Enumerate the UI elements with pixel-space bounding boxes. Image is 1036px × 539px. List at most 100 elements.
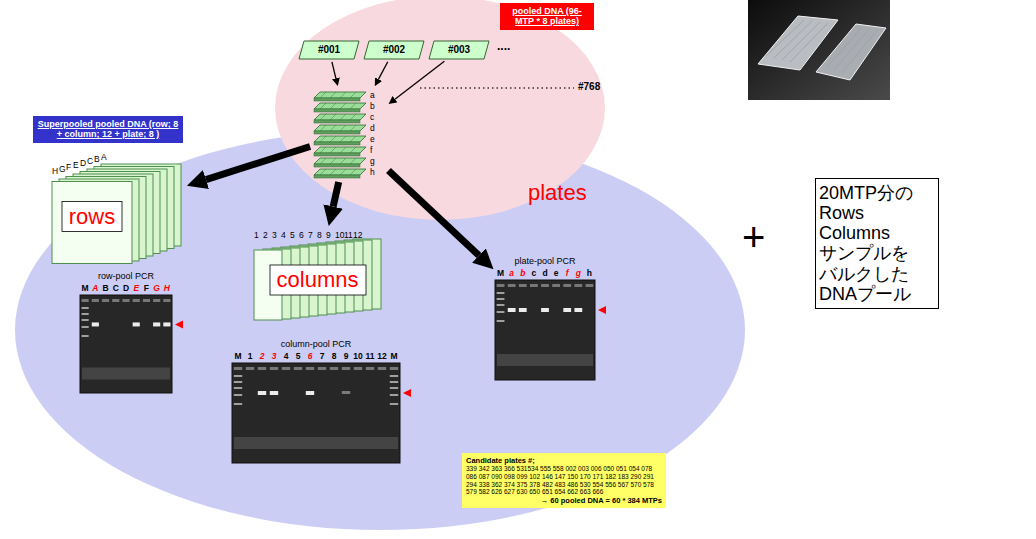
pool-label-box: pooled DNA (96-MTP * 8 plates) <box>500 3 594 30</box>
pool-region <box>275 0 605 220</box>
box-label: Superpooled pooled DNA (row; 8 + column;… <box>37 119 179 140</box>
lane-label: g <box>573 268 584 279</box>
lane-label: 2 <box>256 351 268 362</box>
lane-label: 11 <box>364 351 376 362</box>
note-text: Candidate plates #; <box>466 456 662 465</box>
plate-letter: c <box>370 112 374 122</box>
lane-label: b <box>517 268 528 279</box>
row-letter: E <box>73 160 79 170</box>
flow-arrow <box>206 147 310 180</box>
plate-box: #001 <box>298 40 360 60</box>
gel-title: row-pool PCR <box>80 270 172 282</box>
column-number: 7 <box>308 230 313 240</box>
flow-arrow <box>332 62 336 78</box>
lane-label: D <box>121 283 131 294</box>
lane-label: M <box>232 351 244 362</box>
column-number: 12 <box>353 230 362 240</box>
plate-photo <box>748 0 890 100</box>
lane-label: 7 <box>316 351 328 362</box>
plate-box: #002 <box>363 40 425 60</box>
plus-sign: + <box>742 214 765 260</box>
band-pointer <box>175 320 183 328</box>
pool-title: rows <box>52 204 132 230</box>
lane-label: 3 <box>268 351 280 362</box>
lane-label: 8 <box>328 351 340 362</box>
lane-label: H <box>162 283 172 294</box>
gel-title: plate-pool PCR <box>495 255 595 267</box>
column-number: 8 <box>317 230 322 240</box>
lane-label: h <box>584 268 595 279</box>
ellipsis-mark: .... <box>497 40 510 54</box>
plate-number: #001 <box>298 40 360 60</box>
lane-label: c <box>528 268 539 279</box>
plate-box: #003 <box>428 40 490 60</box>
row-letter: H <box>52 166 58 176</box>
column-number: 5 <box>290 230 295 240</box>
column-number: 10 <box>335 230 344 240</box>
flow-arrow <box>379 62 388 79</box>
dotted-leader <box>420 87 574 89</box>
row-letter: F <box>66 162 71 172</box>
lane-label: M <box>388 351 400 362</box>
candidate-note: Candidate plates #;339 342 363 366 53153… <box>462 453 666 508</box>
column-number: 1 <box>254 230 259 240</box>
lane-label: 1 <box>244 351 256 362</box>
lane-label: B <box>100 283 110 294</box>
lane-label: A <box>90 283 100 294</box>
band-pointer <box>598 306 606 314</box>
lane-label: 10 <box>352 351 364 362</box>
lane-label: G <box>152 283 162 294</box>
flow-arrow <box>388 171 479 256</box>
lane-label: e <box>551 268 562 279</box>
node-art <box>232 363 400 463</box>
plate-number: #768 <box>578 81 600 93</box>
gel-image: plate-pool PCRMabcdefgh <box>495 255 595 380</box>
lane-label: a <box>506 268 517 279</box>
column-number: 9 <box>326 230 331 240</box>
box-label: pooled DNA (96-MTP * 8 plates) <box>505 6 589 27</box>
note-text: → 60 pooled DNA = 60 * 384 MTPs <box>466 496 662 505</box>
row-letter: D <box>80 158 86 168</box>
plate-stack: abcdefgh <box>312 88 387 180</box>
lane-label: 4 <box>280 351 292 362</box>
lane-label: 5 <box>292 351 304 362</box>
node-art <box>495 280 595 380</box>
band-pointer <box>403 389 411 397</box>
column-pool-stack: 123456789101112columns <box>250 228 385 324</box>
row-pool-stack: ABCDEFGHrows <box>48 150 185 266</box>
pool-title: plates <box>528 180 587 206</box>
note-text: 339 342 363 366 531534 555 558 002 003 0… <box>466 465 662 496</box>
pool-title: columns <box>254 267 381 293</box>
lane-label: M <box>495 268 506 279</box>
lane-label: C <box>111 283 121 294</box>
superpool-label-box: Superpooled pooled DNA (row; 8 + column;… <box>33 116 183 143</box>
plate-number: #003 <box>428 40 490 60</box>
node-art <box>80 295 172 393</box>
lane-label: d <box>539 268 550 279</box>
plate-letter: e <box>370 134 375 144</box>
flow-arrow <box>333 182 339 207</box>
plate-letter: d <box>370 123 375 133</box>
lane-label: 6 <box>304 351 316 362</box>
lane-label: f <box>562 268 573 279</box>
plate-letter: b <box>370 101 375 111</box>
row-letter: B <box>94 154 100 164</box>
bulk-pool-box: 20MTP分の Rows Columns サンプルを バルクした DNAプール <box>815 178 939 309</box>
column-number: 3 <box>272 230 277 240</box>
lane-label: F <box>141 283 151 294</box>
plate-letter: f <box>370 145 372 155</box>
row-letter: A <box>101 152 107 162</box>
column-number: 2 <box>263 230 268 240</box>
node-art <box>312 88 387 180</box>
lane-label: E <box>131 283 141 294</box>
column-number: 11 <box>344 230 353 240</box>
box-label: 20MTP分の Rows Columns サンプルを バルクした DNAプール <box>819 183 935 304</box>
row-letter: G <box>59 164 66 174</box>
gel-title: column-pool PCR <box>232 338 400 350</box>
lane-label: M <box>80 283 90 294</box>
plate-letter: a <box>370 90 375 100</box>
gel-image: row-pool PCRMABCDEFGH <box>80 270 172 393</box>
column-number: 4 <box>281 230 286 240</box>
column-number: 6 <box>299 230 304 240</box>
